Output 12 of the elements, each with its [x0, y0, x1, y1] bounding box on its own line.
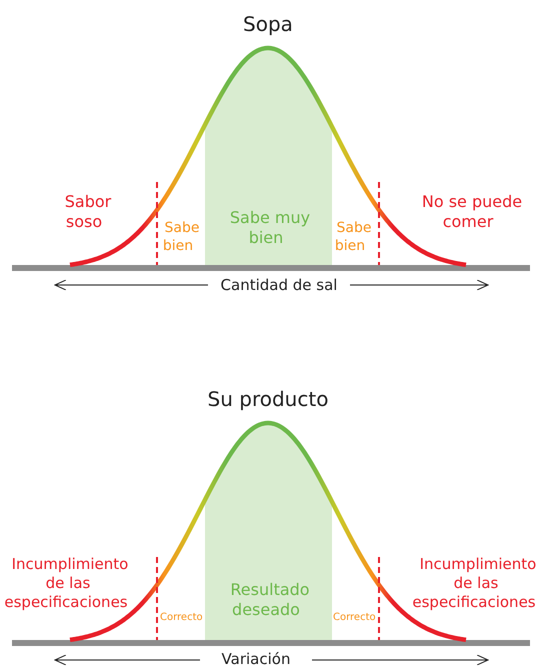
- zone-label: Incumplimiento de las especificaciones: [3, 555, 130, 612]
- zone-label: No se puede comer: [420, 192, 524, 232]
- zone-label: Sabe muy bien: [228, 208, 312, 248]
- zone-label: Incumplimiento de las especificaciones: [412, 555, 538, 612]
- zone-label: Resultado deseado: [229, 580, 311, 620]
- zone-label: Sabor soso: [64, 192, 112, 232]
- panel-title: Sopa: [242, 12, 294, 37]
- zone-label: Sabe bien: [334, 220, 372, 255]
- zone-label: Sabe bien: [162, 220, 200, 255]
- zone-label: Correcto: [159, 612, 204, 624]
- panel-title: Su producto: [206, 387, 330, 412]
- zone-label: Correcto: [332, 612, 377, 624]
